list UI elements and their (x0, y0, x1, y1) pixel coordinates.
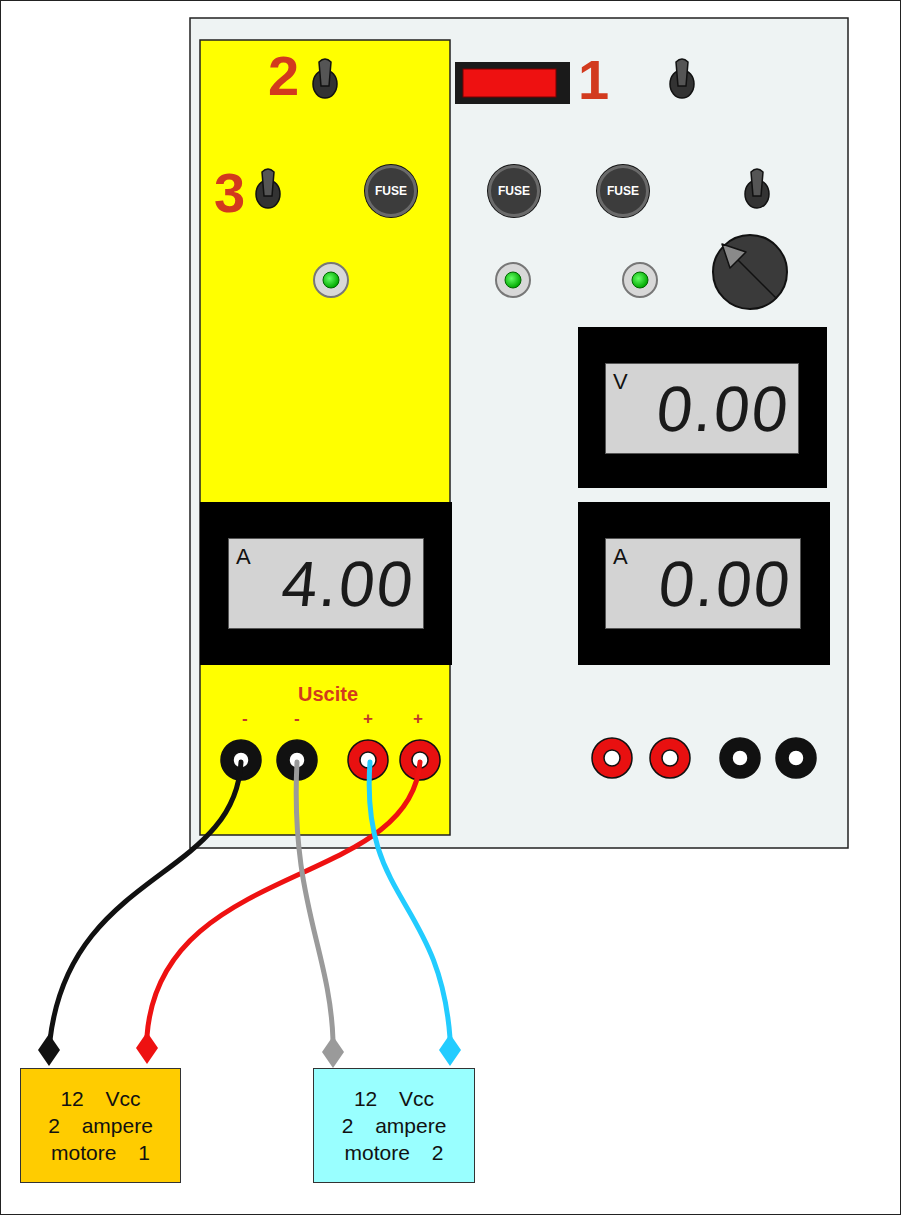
panel-meter: A 4.00 (200, 502, 452, 665)
lcd-screen: V 0.00 (605, 363, 799, 454)
grey-wire (296, 762, 333, 1040)
terminals (221, 738, 816, 780)
polarity-sign: + (413, 710, 423, 727)
outputs-label: Uscite (298, 684, 358, 704)
motor-spec: 12 Vcc 2 ampere motore 2 (340, 1085, 449, 1167)
unit-symbol: A (236, 544, 251, 570)
front-panel (190, 18, 848, 848)
red-wire (147, 762, 420, 1036)
motor-spec: 12 Vcc 2 ampere motore 1 (46, 1085, 155, 1167)
yellow-module (200, 40, 450, 835)
unit-symbol: A (613, 544, 628, 570)
unit-symbol: V (613, 369, 628, 395)
callout-number: 2 (268, 48, 299, 104)
polarity-sign: - (294, 710, 300, 727)
led-indicators (314, 263, 657, 297)
fuse-label: FUSE (375, 184, 407, 198)
fuse-label: FUSE (607, 184, 639, 198)
lcd-screen: A 4.00 (228, 538, 424, 629)
wire-tips (38, 1032, 461, 1068)
meter-reading: 4.00 (279, 552, 418, 616)
cyan-wire (369, 762, 450, 1038)
callout-number: 1 (578, 52, 609, 108)
power-switch (455, 62, 570, 104)
panel-meter: A 0.00 (578, 502, 830, 665)
fuse-holder: FUSE (597, 165, 649, 217)
polarity-sign: - (242, 710, 248, 727)
motor-box: 12 Vcc 2 ampere motore 2 (313, 1068, 475, 1183)
fuse-label: FUSE (498, 184, 530, 198)
meter-reading: 0.00 (654, 377, 793, 441)
fuse-holder: FUSE (365, 165, 417, 217)
wires (50, 762, 450, 1040)
meter-reading: 0.00 (656, 552, 795, 616)
polarity-sign: + (363, 710, 373, 727)
voltage-knob (713, 235, 787, 309)
panel-meter: V 0.00 (578, 327, 827, 488)
fuse-holder: FUSE (488, 165, 540, 217)
toggle-switches (256, 59, 769, 208)
black-wire (50, 762, 241, 1040)
lcd-screen: A 0.00 (605, 538, 801, 629)
power-switch-rocker (463, 69, 556, 97)
motor-box: 12 Vcc 2 ampere motore 1 (20, 1068, 181, 1183)
callout-number: 3 (214, 165, 245, 221)
